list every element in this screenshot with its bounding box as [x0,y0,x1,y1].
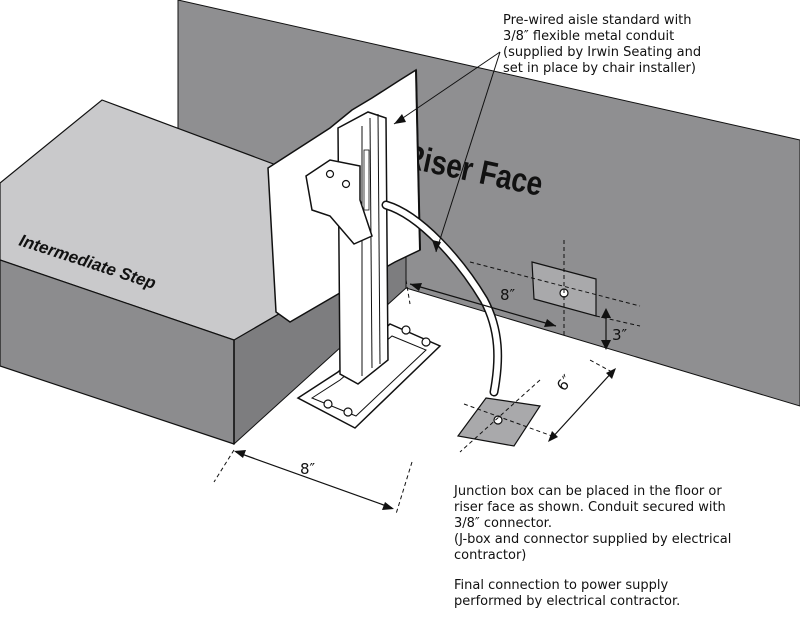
base-bolt-hole [401,325,411,335]
dimension-line [409,283,557,327]
junction-note-line: (J-box and connector supplied by electri… [454,532,732,547]
bracket-bolt [341,179,351,189]
center-line [459,379,541,453]
final-note-line: Final connection to power supply [454,578,669,593]
dimension-arrowhead [410,283,422,291]
extension-line [213,449,235,483]
dimension-line [549,369,615,441]
dimension-arrowhead [601,308,611,318]
leader-line [435,51,501,253]
post-groove [369,117,373,369]
dimension-arrowhead [606,368,616,379]
extension-line [595,315,641,327]
leader-arrowhead [432,240,441,252]
dimension-arrowhead [544,319,556,327]
extension-line [395,461,413,515]
junction-box-note: Junction box can be placed in the floor … [454,484,731,564]
riser-height-dimension: 3″ [612,326,628,344]
base-bolt-hole [343,407,353,417]
center-line [469,261,641,307]
junction-note-line: contractor) [454,548,527,563]
dimension-arrowhead [382,502,394,510]
post-slot [363,149,370,211]
extension-line [589,359,613,373]
conduit-note-line: set in place by chair installer) [503,61,696,76]
dimension-line [235,451,393,509]
conduit-note-line: (supplied by Irwin Seating and [503,45,702,60]
floor-depth-dimension: 8″ [300,460,316,478]
center-line [463,403,553,437]
post-groove [377,113,381,365]
conduit-note-line: Pre-wired aisle standard with [503,13,692,28]
flexible-conduit-inner [383,202,501,395]
riser-offset-dimension: 8″ [500,286,516,304]
final-note-line: performed by electrical contractor. [454,594,681,609]
junction-note-line: Junction box can be placed in the floor … [454,484,722,499]
conduit-note-line: 3/8″ flexible metal conduit [503,29,675,44]
leader-arrowhead [394,114,406,124]
seat-mounting-bracket [305,159,373,245]
dimension-arrowhead [548,431,558,442]
final-connection-note: Final connection to power supply perform… [454,578,680,610]
bracket-bolt [325,169,335,179]
floor-offset-dimension: 6″ [553,371,577,394]
dimension-arrowhead [601,340,611,350]
base-bolt-hole [323,399,333,409]
conduit-note: Pre-wired aisle standard with 3/8″ flexi… [503,13,701,77]
aisle-standard-post [337,111,389,385]
base-bolt-hole [421,337,431,347]
dimension-arrowhead [234,450,246,458]
junction-note-line: 3/8″ connector. [454,516,552,531]
leader-line [393,51,501,125]
junction-note-line: riser face as shown. Conduit secured wit… [454,500,726,515]
